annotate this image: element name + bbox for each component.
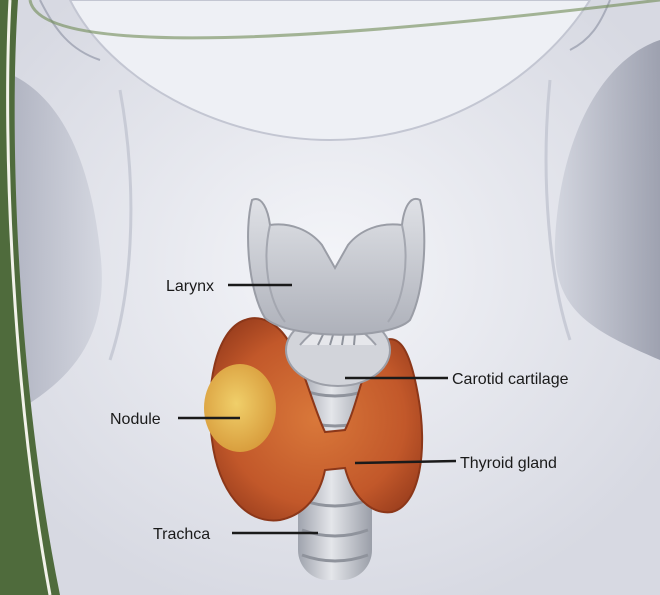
label-thyroid-gland: Thyroid gland <box>460 455 557 472</box>
label-larynx: Larynx <box>166 278 214 295</box>
nodule <box>204 364 276 452</box>
label-trachea: Trachca <box>153 526 210 543</box>
label-carotid-cartilage: Carotid cartilage <box>452 371 569 388</box>
label-nodule: Nodule <box>110 411 161 428</box>
